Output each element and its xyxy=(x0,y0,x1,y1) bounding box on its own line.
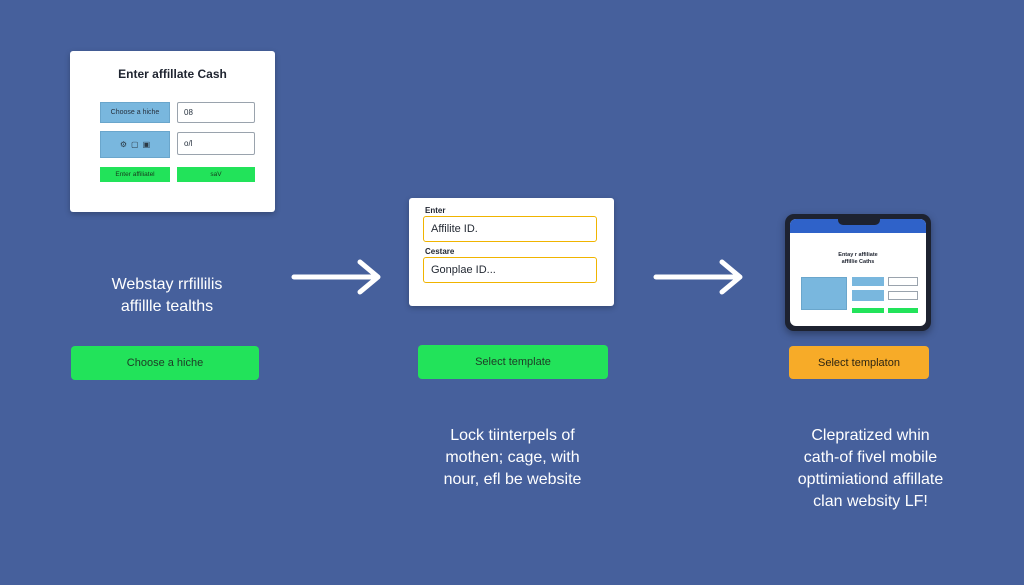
affiliate-id-text: o/l xyxy=(184,139,193,148)
device-header-bar xyxy=(790,219,926,233)
device-icon-field xyxy=(852,290,884,301)
affiliate-id-input[interactable]: o/l xyxy=(177,132,255,155)
step1-caption-line2: affillle tealths xyxy=(120,298,214,315)
step2-caption-line3: nour, efl be website xyxy=(443,471,582,488)
enter-affiliate-label: Enter affiliatel xyxy=(115,171,155,178)
icon-picker[interactable]: ⚙ ▢ ▣ xyxy=(100,131,170,158)
select-template-button[interactable]: Select template xyxy=(418,345,608,379)
niche-select[interactable]: Choose a hiche xyxy=(100,102,170,123)
template-id-field-text: Gonplae ID... xyxy=(431,264,496,276)
enter-affiliate-button[interactable]: Enter affiliatel xyxy=(100,167,170,182)
device-input-field-2 xyxy=(888,291,918,300)
save-label: saV xyxy=(210,171,222,178)
select-templaton-label: Select templaton xyxy=(818,356,900,369)
device-green-button xyxy=(852,308,884,313)
select-template-label: Select template xyxy=(475,356,551,368)
step2-label-second: Cestare xyxy=(425,247,455,256)
device-blue-field xyxy=(852,277,884,286)
step2-caption-line2: mothen; cage, with xyxy=(445,449,580,466)
square-icon: ▢ xyxy=(131,140,139,149)
device-title-line1: Entay r affiliate xyxy=(838,252,878,258)
select-templaton-button[interactable]: Select templaton xyxy=(789,346,929,379)
step3-caption-line4: clan websity LF! xyxy=(813,493,928,510)
step3-caption: Clepratized whin cath-of fivel mobile op… xyxy=(768,425,973,513)
step2-caption-line1: Lock tiinterpels of xyxy=(450,427,575,444)
mobile-device-mockup: Entay r affiliate affillie Caths xyxy=(785,214,931,331)
step1-caption-line1: Webstay rrfillilis xyxy=(111,276,223,293)
step1-form-title: Enter affillate Cash xyxy=(118,67,227,81)
choose-niche-label: Choose a hiche xyxy=(126,357,204,369)
bag-icon: ▣ xyxy=(142,140,151,149)
device-screen: Entay r affiliate affillie Caths xyxy=(790,219,926,326)
device-green-button-2 xyxy=(888,308,918,313)
affiliate-id-field-text: Affilite ID. xyxy=(431,223,478,235)
step2-label-enter: Enter xyxy=(425,206,446,215)
template-id-field[interactable]: Gonplae ID... xyxy=(423,257,597,283)
step3-caption-line3: opttimiationd affillate xyxy=(797,471,944,488)
affiliate-id-field[interactable]: Affilite ID. xyxy=(423,216,597,242)
step3-caption-line2: cath-of fivel mobile xyxy=(803,449,938,466)
device-page-title: Entay r affiliate affillie Caths xyxy=(790,252,926,266)
step1-caption: Webstay rrfillilis affillle tealths xyxy=(70,274,264,318)
gear-icon: ⚙ xyxy=(119,140,128,149)
device-notch xyxy=(838,214,880,225)
arrow-right-icon xyxy=(653,259,743,295)
niche-value-text: 08 xyxy=(184,108,193,117)
niche-value-input[interactable]: 08 xyxy=(177,102,255,123)
device-input-field xyxy=(888,277,918,286)
save-button[interactable]: saV xyxy=(177,167,255,182)
step1-form-card: Enter affillate Cash Choose a hiche 08 ⚙… xyxy=(70,51,275,212)
niche-select-label: Choose a hiche xyxy=(110,109,160,116)
device-preview-image xyxy=(801,277,847,310)
step2-form-card: Enter Affilite ID. Cestare Gonplae ID... xyxy=(409,198,614,306)
step2-caption: Lock tiinterpels of mothen; cage, with n… xyxy=(410,425,615,491)
step3-caption-line1: Clepratized whin xyxy=(811,427,930,444)
choose-niche-button[interactable]: Choose a hiche xyxy=(71,346,259,380)
arrow-right-icon xyxy=(291,259,381,295)
device-title-line2: affillie Caths xyxy=(841,259,875,265)
